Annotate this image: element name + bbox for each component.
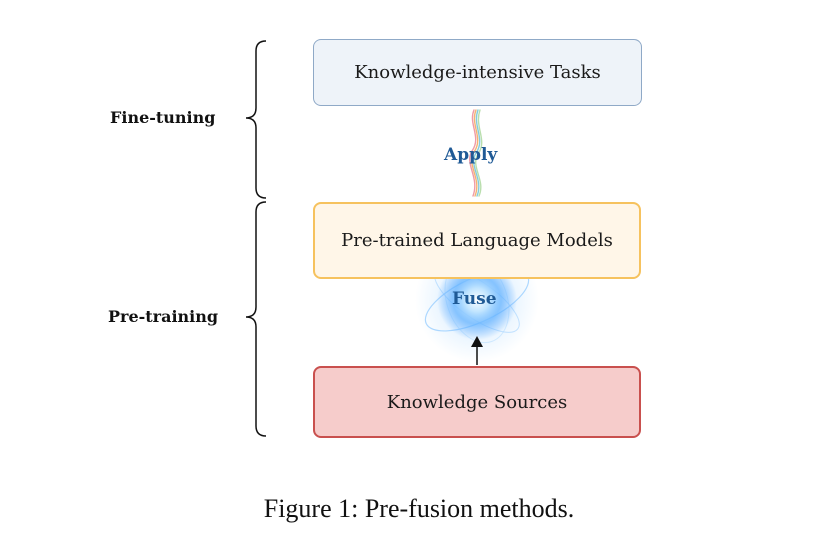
fine-tuning-brace: [245, 40, 267, 199]
pre-training-label: Pre-training: [108, 307, 219, 326]
apply-wave: [469, 109, 483, 197]
fuse-label: Fuse: [452, 289, 497, 309]
knowledge-sources-box: Knowledge Sources: [313, 366, 641, 438]
pretrained-language-models-label: Pre-trained Language Models: [341, 230, 613, 251]
knowledge-intensive-tasks-box: Knowledge-intensive Tasks: [313, 39, 642, 106]
fuse-arrow: [471, 336, 483, 365]
fine-tuning-label: Fine-tuning: [110, 108, 216, 127]
pre-training-brace: [245, 201, 267, 437]
apply-label: Apply: [444, 145, 498, 165]
knowledge-sources-label: Knowledge Sources: [386, 391, 568, 413]
knowledge-intensive-tasks-label: Knowledge-intensive Tasks: [354, 62, 601, 83]
pretrained-language-models-box: Pre-trained Language Models: [313, 202, 641, 279]
figure-caption: Figure 1: Pre-fusion methods.: [263, 494, 575, 523]
